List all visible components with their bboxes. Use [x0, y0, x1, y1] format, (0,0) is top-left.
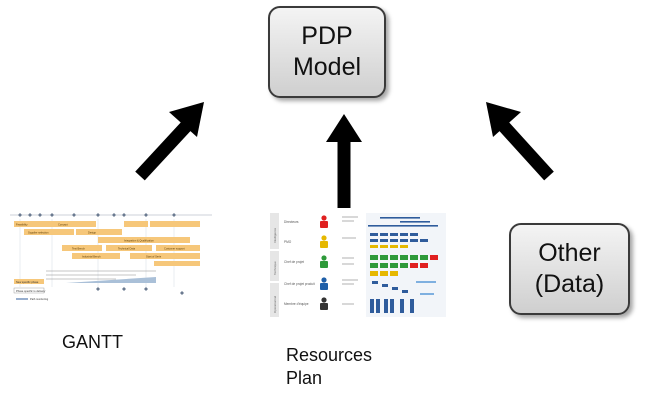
svg-text:Technique: Technique [273, 261, 277, 275]
gantt-bars [14, 221, 200, 266]
resource-groups: Intelligence Technique Opérationnel [270, 213, 279, 317]
svg-text:Concept: Concept [58, 223, 68, 227]
person-icon [320, 297, 328, 310]
gantt-label: GANTT [62, 332, 123, 352]
gantt-chart-thumbnail: Feasibility Concept Supplier selection D… [6, 209, 216, 305]
svg-text:Technical Data: Technical Data [118, 247, 136, 251]
gantt-phase-lines [46, 270, 156, 283]
gantt-bar-labels: Feasibility Concept Supplier selection D… [16, 223, 185, 259]
resource-roles: Directeurs PMO Chef de projet Chef de pr… [284, 220, 315, 306]
arrow-from-resources [326, 114, 362, 208]
svg-text:Start of Serie: Start of Serie [146, 255, 162, 259]
arrow-from-other [486, 102, 554, 181]
svg-text:Membre d'équipe: Membre d'équipe [284, 302, 309, 306]
gantt-milestones [10, 213, 212, 217]
person-icon [320, 215, 328, 228]
pdp-model-node: PDP Model [268, 6, 386, 98]
svg-text:Phase specific to delivery: Phase specific to delivery [16, 289, 46, 293]
gantt-bottom-milestones [96, 287, 184, 295]
arrow-from-gantt [135, 102, 204, 181]
svg-text:Customer support: Customer support [164, 247, 185, 251]
resource-grid [366, 213, 446, 317]
svg-text:Supplier selection: Supplier selection [28, 231, 49, 235]
person-icon [320, 235, 328, 248]
pdp-model-line2: Model [292, 53, 362, 81]
svg-text:Design: Design [88, 231, 97, 235]
resource-notes [342, 216, 358, 305]
person-icon [320, 255, 328, 268]
svg-text:Path monitoring: Path monitoring [30, 297, 49, 301]
person-icon [320, 277, 328, 290]
svg-text:PMO: PMO [284, 240, 292, 244]
other-data-line1: Other [538, 239, 601, 267]
svg-text:New specific phase: New specific phase [16, 280, 39, 284]
other-data-node: Other (Data) [509, 223, 630, 315]
svg-text:Industrial Bench: Industrial Bench [82, 255, 101, 259]
resources-plan-thumbnail: Intelligence Technique Opérationnel Dire… [270, 213, 446, 317]
svg-text:Opérationnel: Opérationnel [273, 295, 277, 313]
svg-text:Chef de projet: Chef de projet [284, 260, 304, 264]
svg-text:Directeurs: Directeurs [284, 220, 299, 224]
gantt-legend: New specific phase Phase specific to del… [13, 279, 49, 301]
pdp-model-line1: PDP [301, 22, 353, 50]
resources-label-line1: Resources [286, 345, 373, 365]
person-icons [320, 215, 328, 310]
svg-text:Test Bench: Test Bench [72, 247, 85, 251]
resources-label-line2: Plan [286, 368, 323, 388]
other-data-line2: (Data) [534, 270, 605, 298]
svg-text:Intelligence: Intelligence [273, 227, 277, 243]
svg-text:Chef de projet produit: Chef de projet produit [284, 282, 315, 286]
svg-text:Feasibility: Feasibility [16, 223, 28, 227]
svg-text:Integration & Qualification: Integration & Qualification [124, 239, 154, 243]
